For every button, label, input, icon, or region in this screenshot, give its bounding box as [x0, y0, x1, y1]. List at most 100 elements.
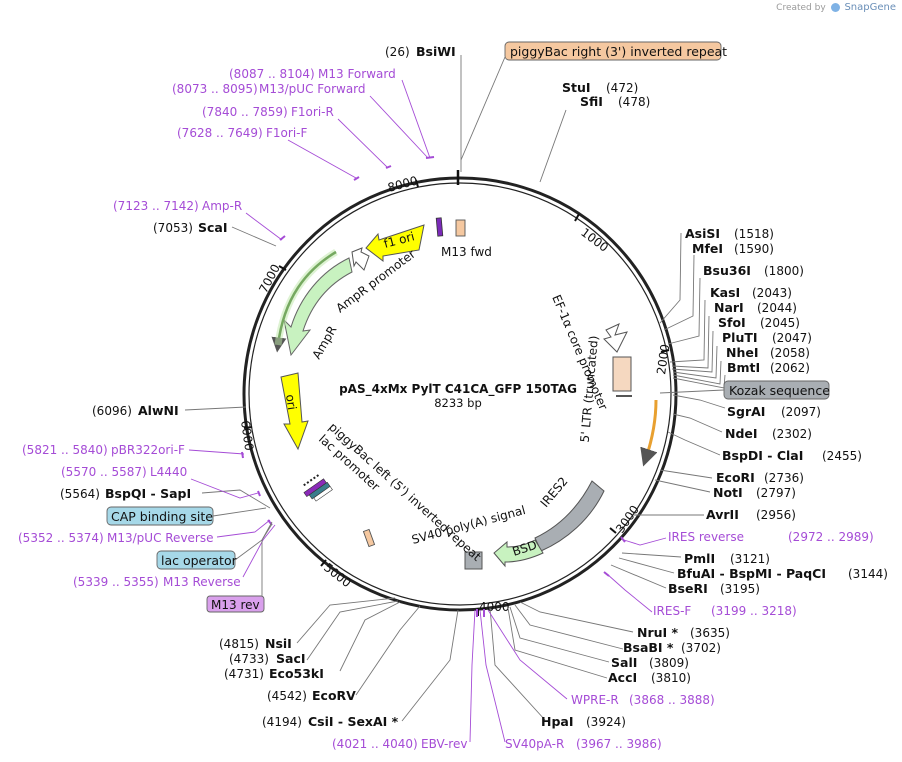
- bsd-feature[interactable]: [493, 539, 544, 568]
- site-sali[interactable]: SalI: [611, 655, 637, 670]
- site-nsii[interactable]: NsiI: [265, 636, 292, 651]
- site-nhei[interactable]: NheI: [726, 345, 759, 360]
- primer-leaders: [188, 79, 667, 743]
- ampr-feature[interactable]: [283, 257, 353, 357]
- primer-ires-reverse[interactable]: IRES reverse: [668, 530, 744, 544]
- primer-ebv-rev[interactable]: EBV-rev: [421, 737, 467, 751]
- site-nrui[interactable]: NruI *: [637, 625, 679, 640]
- site-sfii[interactable]: SfiI: [580, 94, 603, 109]
- site-bmti[interactable]: BmtI: [727, 360, 760, 375]
- site-ecorv-pos: (4542): [267, 689, 307, 703]
- lac-op-leader: [234, 521, 273, 561]
- site-scai[interactable]: ScaI: [198, 220, 228, 235]
- m13-rev-box[interactable]: M13 rev: [206, 595, 265, 613]
- ampr-promoter-label: AmpR promoter: [333, 247, 418, 316]
- site-pmli-pos: (3121): [730, 552, 770, 566]
- primer-pbr322ori-f[interactable]: pBR322ori-F: [111, 443, 185, 457]
- site-pluti[interactable]: PluTI: [722, 330, 758, 345]
- sv40-feature[interactable]: [464, 551, 483, 570]
- cap-box[interactable]: CAP binding site: [106, 506, 214, 526]
- site-bseri[interactable]: BseRI: [668, 581, 708, 596]
- plasmid-size: 8233 bp: [434, 396, 482, 410]
- site-bsabi[interactable]: BsaBI *: [623, 640, 674, 655]
- site-ecori[interactable]: EcoRI: [716, 470, 755, 485]
- site-nhei-pos: (2058): [770, 346, 810, 360]
- ampr-label: AmpR: [309, 323, 339, 361]
- site-acci-pos: (3810): [651, 671, 691, 685]
- site-bspqi[interactable]: BspQI - SapI: [105, 486, 191, 501]
- site-sfoi[interactable]: SfoI: [718, 315, 746, 330]
- site-pmli[interactable]: PmlI: [684, 551, 715, 566]
- m13-fwd-label: M13 fwd: [441, 245, 492, 259]
- site-alwni[interactable]: AlwNI: [138, 403, 179, 418]
- site-bspdi-clai[interactable]: BspDI - ClaI: [722, 448, 803, 463]
- m13-fwd-marker[interactable]: [435, 217, 444, 237]
- pb-right-box[interactable]: piggyBac right (3') inverted repeat: [504, 41, 727, 61]
- site-labels: (26) BsiWI StuI (472) SfiI (478) AsiSI (…: [60, 44, 888, 729]
- site-hpai-pos: (3924): [586, 715, 626, 729]
- site-bsu36i[interactable]: Bsu36I: [703, 263, 751, 278]
- site-avrii[interactable]: AvrII: [706, 507, 739, 522]
- tick-4000: 4000: [479, 600, 510, 614]
- site-eco53ki[interactable]: Eco53kI: [269, 666, 324, 681]
- ef1a-feature[interactable]: [603, 323, 628, 353]
- site-noti-pos: (2797): [756, 486, 796, 500]
- primer-f1ori-r[interactable]: F1ori-R: [291, 105, 334, 119]
- site-bsiwi[interactable]: BsiWI: [416, 44, 456, 59]
- site-bsiwi-pos: (26): [385, 45, 410, 59]
- lac-op-box[interactable]: lac operator: [156, 550, 238, 570]
- ampr-promoter-feature[interactable]: [351, 247, 370, 271]
- primer-m13-reverse[interactable]: M13 Reverse: [163, 575, 241, 589]
- site-asisi[interactable]: AsiSI: [685, 226, 720, 241]
- site-csii[interactable]: CsiI - SexAI *: [308, 714, 399, 729]
- snapgene-logo-icon: [830, 3, 840, 12]
- kozak-box[interactable]: Kozak sequence: [723, 380, 830, 400]
- pb-right-feature[interactable]: [455, 219, 466, 237]
- primer-m13-forward[interactable]: M13 Forward: [318, 67, 396, 81]
- site-bsu36i-pos: (1800): [764, 264, 804, 278]
- primer-wpre-r-range: (3868 .. 3888): [629, 693, 715, 707]
- tick-5000: 5000: [321, 560, 354, 590]
- site-saci[interactable]: SacI: [276, 651, 306, 666]
- primer-amp-r[interactable]: Amp-R: [202, 199, 242, 213]
- primer-ires-f[interactable]: IRES-F: [653, 604, 691, 618]
- f1-ori-feature[interactable]: [365, 224, 425, 263]
- site-nari[interactable]: NarI: [714, 300, 744, 315]
- site-alwni-pos: (6096): [92, 404, 132, 418]
- primer-f1ori-f[interactable]: F1ori-F: [266, 126, 307, 140]
- primer-m13puc-forward[interactable]: M13/pUC Forward: [259, 82, 366, 96]
- primer-m13puc-reverse[interactable]: M13/pUC Reverse: [107, 531, 214, 545]
- primer-pbr322ori-f-range: (5821 .. 5840): [22, 443, 108, 457]
- site-mfei[interactable]: MfeI: [692, 241, 723, 256]
- site-ecorv[interactable]: EcoRV: [312, 688, 356, 703]
- site-ndei[interactable]: NdeI: [725, 426, 758, 441]
- site-kasi[interactable]: KasI: [710, 285, 740, 300]
- site-noti[interactable]: NotI: [713, 485, 743, 500]
- ltr-feature[interactable]: [612, 356, 632, 392]
- site-sgrai[interactable]: SgrAI: [727, 404, 765, 419]
- pb-left-feature[interactable]: [362, 528, 376, 548]
- backbone-outer: [242, 176, 678, 612]
- site-bfuai[interactable]: BfuAI - BspMI - PaqCI: [677, 566, 826, 581]
- site-hpai[interactable]: HpaI: [541, 714, 574, 729]
- site-ndei-pos: (2302): [772, 427, 812, 441]
- lac-cluster[interactable]: [300, 473, 333, 504]
- primer-f1ori-r-range: (7840 .. 7859): [202, 105, 288, 119]
- primer-sv40pa-r[interactable]: SV40pA-R: [505, 737, 564, 751]
- primer-f1ori-f-range: (7628 .. 7649): [177, 126, 263, 140]
- primer-m13-reverse-range: (5339 .. 5355): [73, 575, 159, 589]
- site-bseri-pos: (3195): [720, 582, 760, 596]
- site-sgrai-pos: (2097): [781, 405, 821, 419]
- lac-op-box-label: lac operator: [161, 553, 238, 568]
- site-bmti-pos: (2062): [770, 361, 810, 375]
- site-acci[interactable]: AccI: [608, 670, 637, 685]
- site-stui[interactable]: StuI: [562, 80, 591, 95]
- ori-feature[interactable]: [280, 372, 309, 451]
- site-bspdi-clai-pos: (2455): [822, 449, 862, 463]
- ampr-glow: [274, 248, 338, 346]
- kozak-leader: [659, 389, 725, 394]
- site-sfoi-pos: (2045): [760, 316, 800, 330]
- primer-l4440[interactable]: L4440: [150, 465, 187, 479]
- pb-right-box-label: piggyBac right (3') inverted repeat: [510, 44, 727, 59]
- primer-wpre-r[interactable]: WPRE-R: [571, 693, 619, 707]
